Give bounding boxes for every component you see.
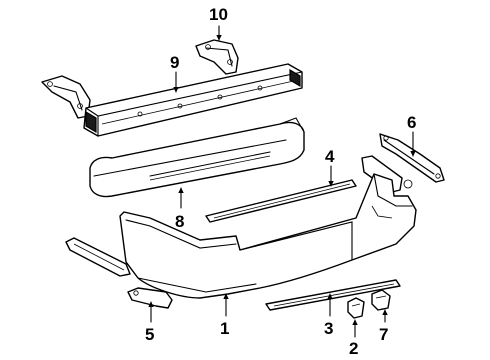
part-1-bumper-cover (119, 173, 417, 299)
part-5-bracket (127, 287, 173, 309)
left-mount-rail (65, 237, 131, 277)
part-4-molding (205, 179, 357, 223)
callout-3: 3 (324, 319, 333, 338)
part-9-reinforcement (83, 63, 303, 137)
callout-9: 9 (170, 53, 179, 72)
part-6-side-bracket (379, 133, 445, 183)
callout-2: 2 (349, 339, 358, 358)
callout-1: 1 (220, 319, 229, 338)
callout-10: 10 (209, 5, 228, 24)
part-3-lower-molding (265, 279, 401, 311)
callout-7: 7 (379, 325, 388, 344)
callout-6: 6 (407, 113, 416, 132)
callout-4: 4 (325, 147, 335, 166)
part-7-clip (371, 289, 391, 311)
callouts: 10 9 8 4 6 1 5 3 2 7 (145, 5, 416, 358)
part-8-absorber (89, 117, 305, 198)
part-10-bracket (195, 39, 239, 75)
leader-lines (148, 25, 416, 338)
part-9-left-bracket (41, 75, 91, 119)
callout-5: 5 (145, 325, 154, 344)
callout-8: 8 (175, 212, 184, 231)
part-2-clip (347, 297, 365, 319)
